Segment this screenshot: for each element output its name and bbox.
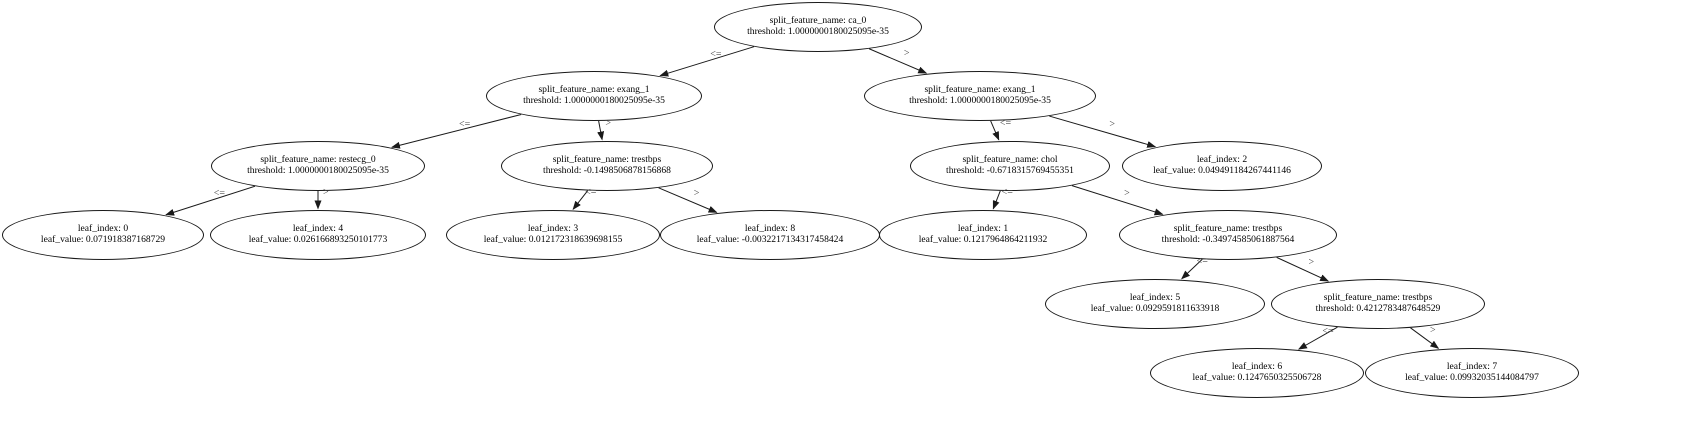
edge-label: > <box>1124 187 1130 199</box>
split-threshold-label: threshold: -0.6718315769455351 <box>946 165 1074 176</box>
split-feature-label: split_feature_name: ca_0 <box>769 15 867 27</box>
edge-label: <= <box>1322 325 1334 337</box>
edge-label: > <box>605 117 612 129</box>
tree-edge <box>658 187 718 213</box>
leaf-value-label: leaf_value: 0.049491184267441146 <box>1153 165 1291 176</box>
tree-edge <box>992 190 1001 210</box>
leaf-index-label: leaf_index: 8 <box>744 223 796 235</box>
edge-label: <= <box>710 48 722 60</box>
split-threshold-label: threshold: 1.0000000180025095e-35 <box>909 95 1051 106</box>
leaf-value-label: leaf_value: 0.012172318639698155 <box>483 234 623 245</box>
leaf-value-label: leaf_value: 0.09932035144084797 <box>1405 372 1539 383</box>
leaf-index-label: leaf_index: 2 <box>1196 154 1248 166</box>
leaf-value-label: leaf_value: 0.071918387168729 <box>40 234 166 245</box>
split-threshold-label: threshold: 1.0000000180025095e-35 <box>747 26 889 37</box>
split-feature-label: split_feature_name: restecg_0 <box>260 154 376 166</box>
leaf-index-label: leaf_index: 7 <box>1446 361 1498 373</box>
edge-label: <= <box>1001 187 1013 199</box>
edge-label: <= <box>458 118 471 130</box>
edge-label: <= <box>999 117 1012 129</box>
edge-label: <= <box>585 187 597 199</box>
leaf-value-label: leaf_value: 0.1247650325506728 <box>1192 372 1322 383</box>
split-threshold-label: threshold: -0.34974585061887564 <box>1161 234 1295 245</box>
leaf-value-label: leaf_value: -0.0032217134317458424 <box>696 234 844 245</box>
split-feature-label: split_feature_name: chol <box>962 154 1058 166</box>
split-threshold-label: threshold: -0.1498506878156868 <box>543 165 671 176</box>
edge-label: > <box>1308 256 1315 268</box>
leaf-index-label: leaf_index: 1 <box>957 223 1009 235</box>
split-feature-label: split_feature_name: trestbps <box>1173 223 1283 235</box>
split-feature-label: split_feature_name: trestbps <box>552 154 662 166</box>
edge-label: > <box>323 187 329 199</box>
edge-label: > <box>1109 118 1115 130</box>
split-threshold-label: threshold: 1.0000000180025095e-35 <box>523 95 665 106</box>
leaf-value-label: leaf_value: 0.0929591811633918 <box>1090 303 1220 314</box>
edge-label: > <box>693 187 700 199</box>
edge-label: > <box>1429 325 1436 337</box>
split-feature-label: split_feature_name: trestbps <box>1323 292 1433 304</box>
tree-edge <box>1071 185 1164 216</box>
split-threshold-label: threshold: 1.0000000180025095e-35 <box>247 165 389 176</box>
edge-label: > <box>903 48 910 60</box>
leaf-value-label: leaf_value: 0.1217964864211932 <box>918 234 1048 245</box>
split-feature-label: split_feature_name: exang_1 <box>538 84 650 96</box>
leaf-index-label: leaf_index: 5 <box>1129 292 1181 304</box>
leaf-index-label: leaf_index: 6 <box>1231 361 1283 373</box>
leaf-index-label: leaf_index: 0 <box>77 223 129 235</box>
tree-edge <box>990 120 1000 141</box>
tree-edge <box>868 48 928 74</box>
tree-edge <box>1049 115 1157 148</box>
tree-edge <box>659 46 755 77</box>
split-threshold-label: threshold: 0.4212783487648529 <box>1315 303 1441 314</box>
edge-label: <= <box>1196 256 1208 268</box>
tree-edge <box>165 185 256 216</box>
leaf-value-label: leaf_value: 0.026166893250101773 <box>248 234 388 245</box>
leaf-index-label: leaf_index: 3 <box>527 223 579 235</box>
leaf-index-label: leaf_index: 4 <box>292 223 344 235</box>
tree-edge <box>390 113 522 149</box>
split-feature-label: split_feature_name: exang_1 <box>924 84 1036 96</box>
tree-edge <box>597 120 605 141</box>
tree-edge <box>1276 256 1330 282</box>
edge-label: <= <box>213 188 226 200</box>
